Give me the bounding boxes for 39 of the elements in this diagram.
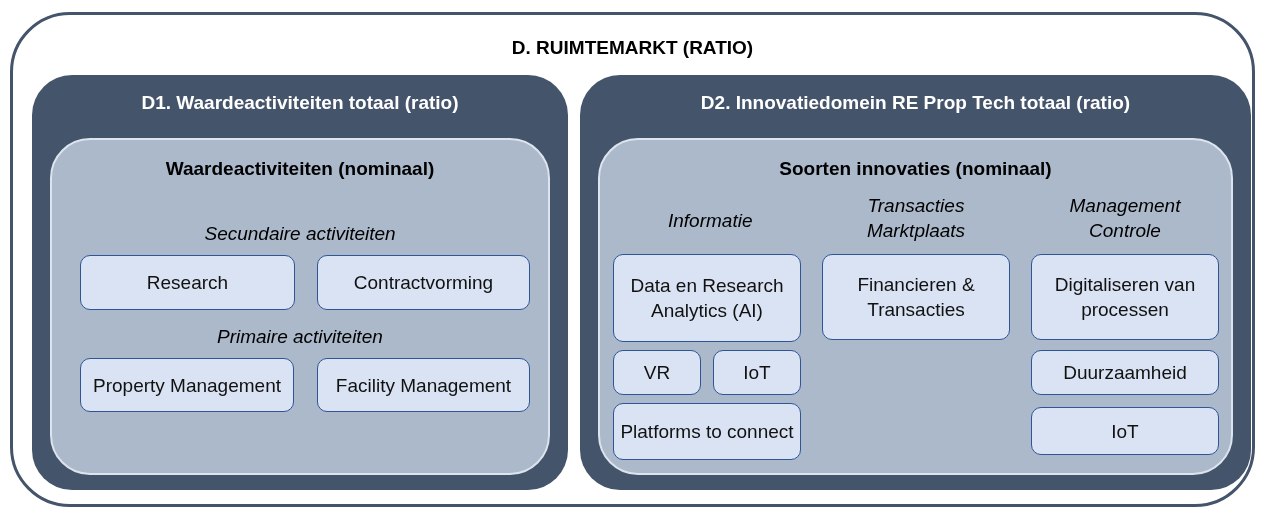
- item-label: IoT: [1110, 419, 1140, 444]
- group-title: Waardeactiviteiten (nominaal): [165, 158, 435, 180]
- domain-panel: [32, 75, 568, 490]
- category-panel: [50, 138, 550, 475]
- item-label: Research: [145, 271, 230, 295]
- item-box: [613, 350, 701, 395]
- section-heading: Secundaire activiteiten: [204, 222, 396, 246]
- item-label: Property Management: [92, 373, 282, 398]
- group-title: Soorten innovaties (nominaal): [779, 158, 1052, 180]
- group-title: D2. Innovatiedomein RE Prop Tech totaal (ratio): [700, 92, 1131, 114]
- group-title: D. RUIMTEMARKT (RATIO): [511, 37, 754, 59]
- item-box: [317, 255, 530, 310]
- item-box: [317, 358, 530, 412]
- item-label: Data en Research Analytics (AI): [629, 274, 785, 323]
- item-box: [80, 255, 295, 310]
- item-box: [1031, 407, 1219, 455]
- item-label: IoT: [742, 361, 772, 385]
- item-label: Duurzaamheid: [1062, 361, 1188, 385]
- domain-panel: [580, 75, 1251, 490]
- item-label: Contractvorming: [352, 271, 495, 295]
- item-box: [822, 254, 1010, 340]
- group-title: D1. Waardeactiviteiten totaal (ratio): [141, 92, 459, 114]
- section-heading: Transacties Marktplaats: [865, 194, 967, 243]
- item-label: Facility Management: [334, 373, 513, 398]
- item-label: Financieren & Transacties: [856, 273, 976, 322]
- section-heading: Management Controle: [1068, 194, 1182, 243]
- item-box: [713, 350, 801, 395]
- item-label: Digitaliseren van processen: [1053, 273, 1197, 322]
- section-heading: Informatie: [668, 209, 753, 233]
- category-panel: [598, 138, 1233, 475]
- section-heading: Primaire activiteiten: [217, 325, 383, 349]
- item-box: [613, 254, 801, 342]
- item-box: [1031, 254, 1219, 340]
- item-label: Platforms to connect: [619, 420, 795, 444]
- item-box: [80, 358, 294, 412]
- item-label: VR: [642, 361, 672, 385]
- item-box: [1031, 350, 1219, 395]
- outer-frame: [10, 12, 1255, 507]
- item-box: [613, 403, 801, 460]
